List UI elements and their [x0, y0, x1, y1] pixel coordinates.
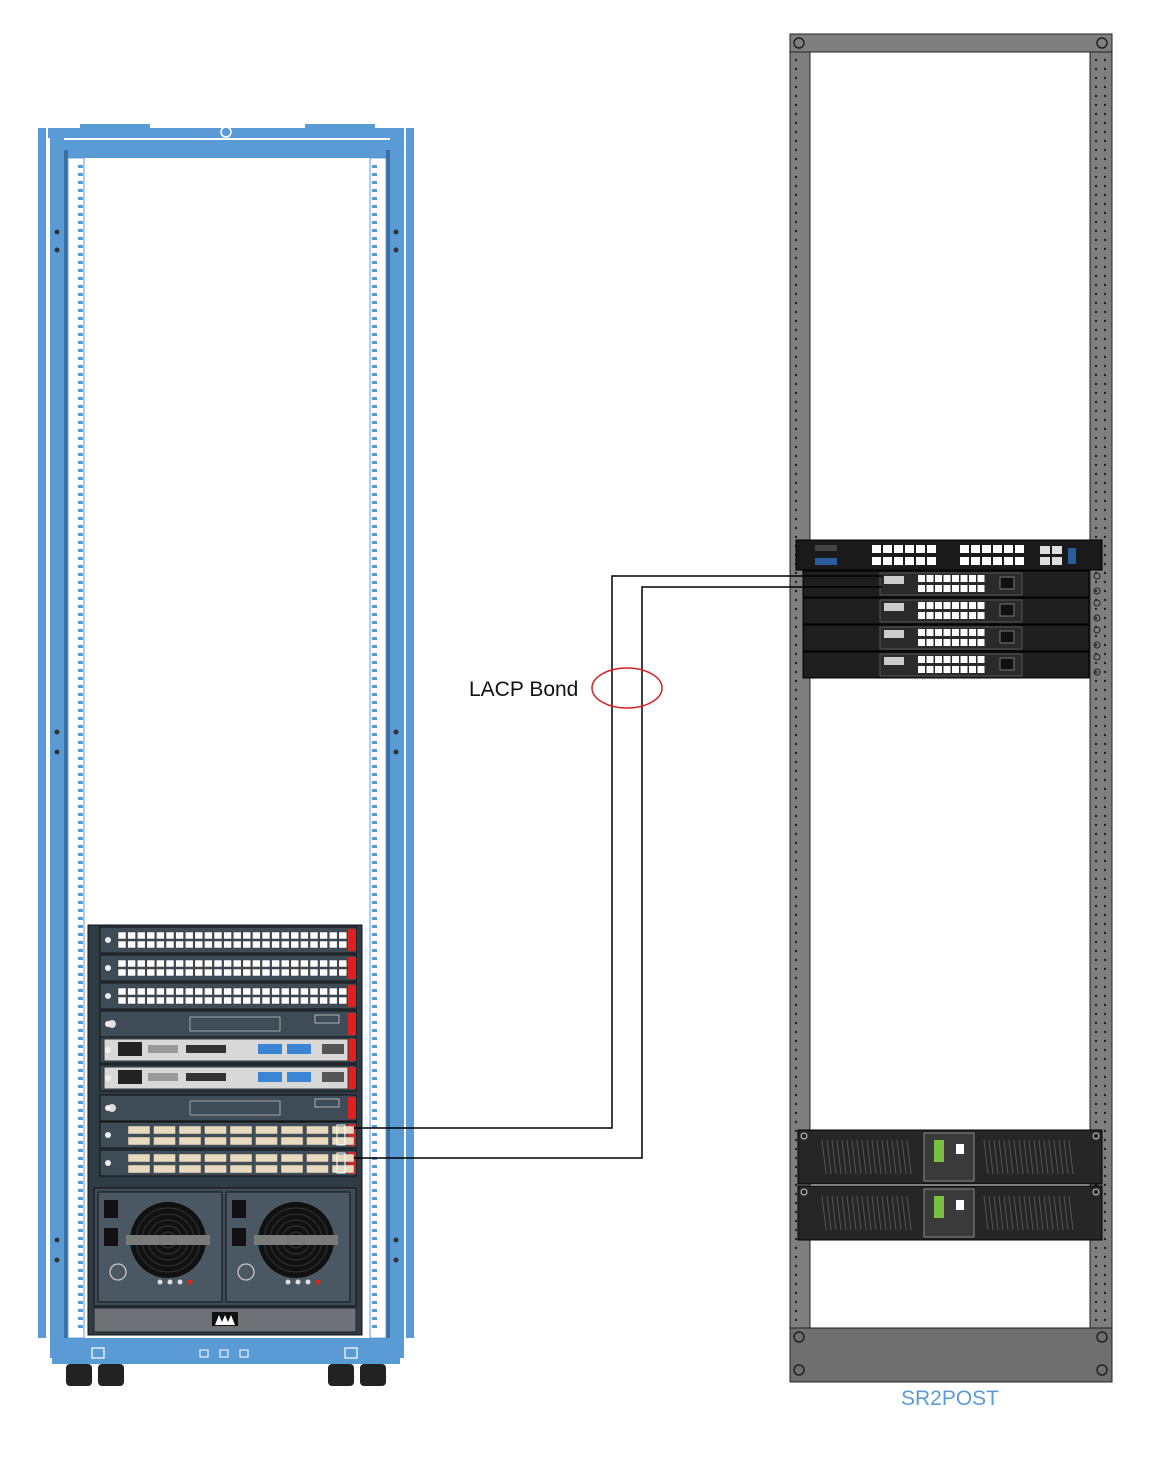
left-rack-inner-top: [64, 140, 390, 158]
left-rack-post-right: [390, 128, 404, 1358]
chassis-card: [99, 1121, 357, 1149]
left-rack-casters: [66, 1364, 386, 1386]
lacp-bond-ellipse: [591, 667, 663, 709]
chassis-card: [99, 1094, 357, 1122]
right-rack-top-bar: [789, 33, 1113, 53]
lacp-bond-label: LACP Bond: [469, 678, 578, 701]
access-switch: [802, 624, 1101, 652]
right-rack-base: [789, 1327, 1113, 1383]
left-rack-top-bar: [48, 128, 404, 138]
right-two-post-rack: [789, 33, 1113, 1383]
access-switch: [802, 597, 1101, 625]
chassis-card: [99, 982, 357, 1010]
ups-unit: [797, 1129, 1103, 1185]
chassis-card: [99, 1064, 357, 1092]
left-rack-post-left: [38, 128, 46, 1338]
lacp-cables: [354, 575, 882, 1159]
chassis-card: [99, 1149, 357, 1177]
cable-2: [354, 586, 882, 1159]
power-supply: [97, 1191, 223, 1303]
left-server-rack: [38, 124, 414, 1386]
modular-switch-chassis: [87, 924, 363, 1336]
core-switch-24port: [795, 539, 1103, 571]
cable-1: [354, 575, 882, 1129]
chassis-card: [99, 1036, 357, 1064]
right-rack-label: SR2POST: [901, 1387, 999, 1410]
access-switch: [802, 651, 1101, 679]
chassis-card: [99, 1010, 357, 1038]
ups-unit: [797, 1185, 1103, 1241]
power-supply: [225, 1191, 351, 1303]
left-rack-base: [52, 1338, 400, 1364]
chassis-card: [99, 954, 357, 982]
chassis-card: [99, 926, 357, 954]
access-switch: [802, 570, 1101, 598]
